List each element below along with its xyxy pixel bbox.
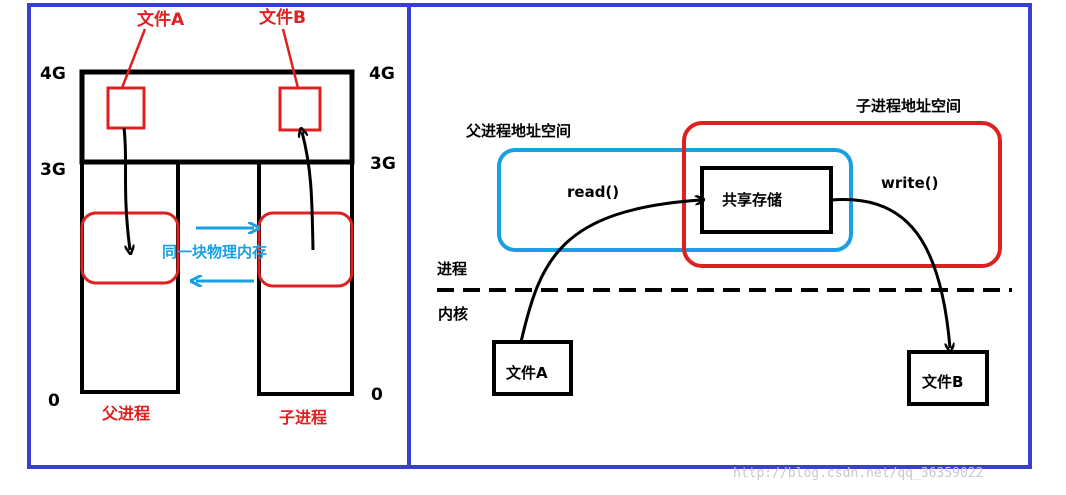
process-label: 进程: [437, 260, 468, 278]
parent-address-column: [80, 160, 180, 394]
tick-3g-right: 3G: [370, 154, 396, 174]
parent-process-label: 父进程: [102, 404, 151, 423]
file-a-label-right: 文件A: [506, 364, 548, 382]
tick-3g-left: 3G: [40, 160, 66, 180]
file-a-to-shared-arrow: [122, 127, 130, 250]
tick-0-right: 0: [371, 385, 383, 405]
write-call-label: write(): [881, 174, 939, 192]
child-address-column: [257, 160, 354, 396]
child-shared-region: [257, 211, 354, 288]
child-space-label: 子进程地址空间: [856, 97, 962, 115]
read-arrow: [519, 200, 700, 343]
write-arrow: [830, 198, 950, 348]
shared-to-file-b-arrow: [302, 132, 315, 251]
file-b-box-left: [278, 86, 322, 132]
file-a-leader-line: [120, 28, 147, 89]
parent-space-label: 父进程地址空间: [466, 122, 572, 140]
file-a-box-left: [106, 86, 146, 130]
shared-storage-label: 共享存储: [722, 191, 783, 209]
kernel-space-block: [79, 69, 355, 165]
read-call-label: read(): [567, 183, 620, 201]
kernel-label: 内核: [438, 305, 469, 323]
child-process-label: 子进程: [279, 408, 328, 427]
file-b-label-left: 文件B: [259, 8, 306, 28]
tick-4g-left: 4G: [40, 64, 66, 84]
right-panel-frame: [407, 3, 1032, 469]
child-address-space-box: [682, 121, 1002, 268]
parent-address-space-box: [497, 148, 853, 252]
parent-shared-region: [80, 211, 180, 285]
tick-0-left: 0: [48, 391, 60, 411]
shared-memory-label: 同一块物理内存: [162, 243, 268, 261]
tick-4g-right: 4G: [369, 64, 395, 84]
file-a-box-right: [492, 340, 573, 396]
file-a-label-left: 文件A: [137, 10, 185, 30]
watermark: http://blog.csdn.net/qq_36359022: [733, 466, 984, 481]
file-b-label-right: 文件B: [922, 373, 964, 391]
file-b-leader-line: [281, 28, 300, 89]
